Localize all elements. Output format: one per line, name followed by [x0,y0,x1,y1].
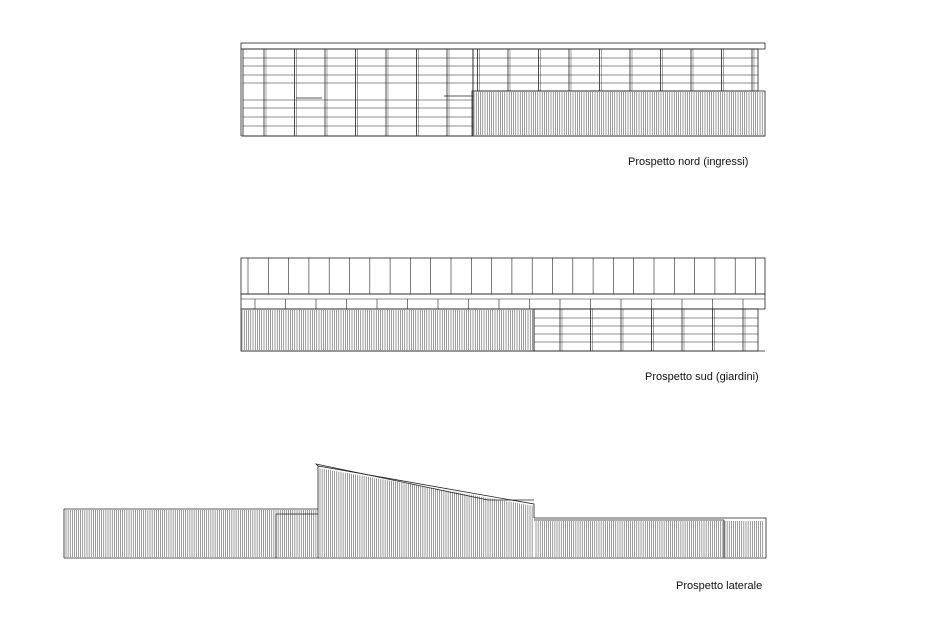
north-glazed-facade [242,48,759,137]
south-cladding-panel [240,308,535,352]
south-elevation-caption: Prospetto sud (giardini) [645,371,759,383]
side-elevation-caption: Prospetto laterale [676,580,763,592]
north-elevation-caption: Prospetto nord (ingressi) [628,156,749,168]
north-cladding-panel [471,90,766,137]
south-elevation [240,257,766,352]
south-window-strip [240,293,766,310]
north-roof-band [240,42,766,50]
side-outline [63,463,767,559]
south-upper-band [240,257,766,295]
south-glazed-facade [533,308,759,352]
side-cladding [65,468,764,557]
side-elevation [63,463,767,559]
north-elevation [240,42,766,137]
